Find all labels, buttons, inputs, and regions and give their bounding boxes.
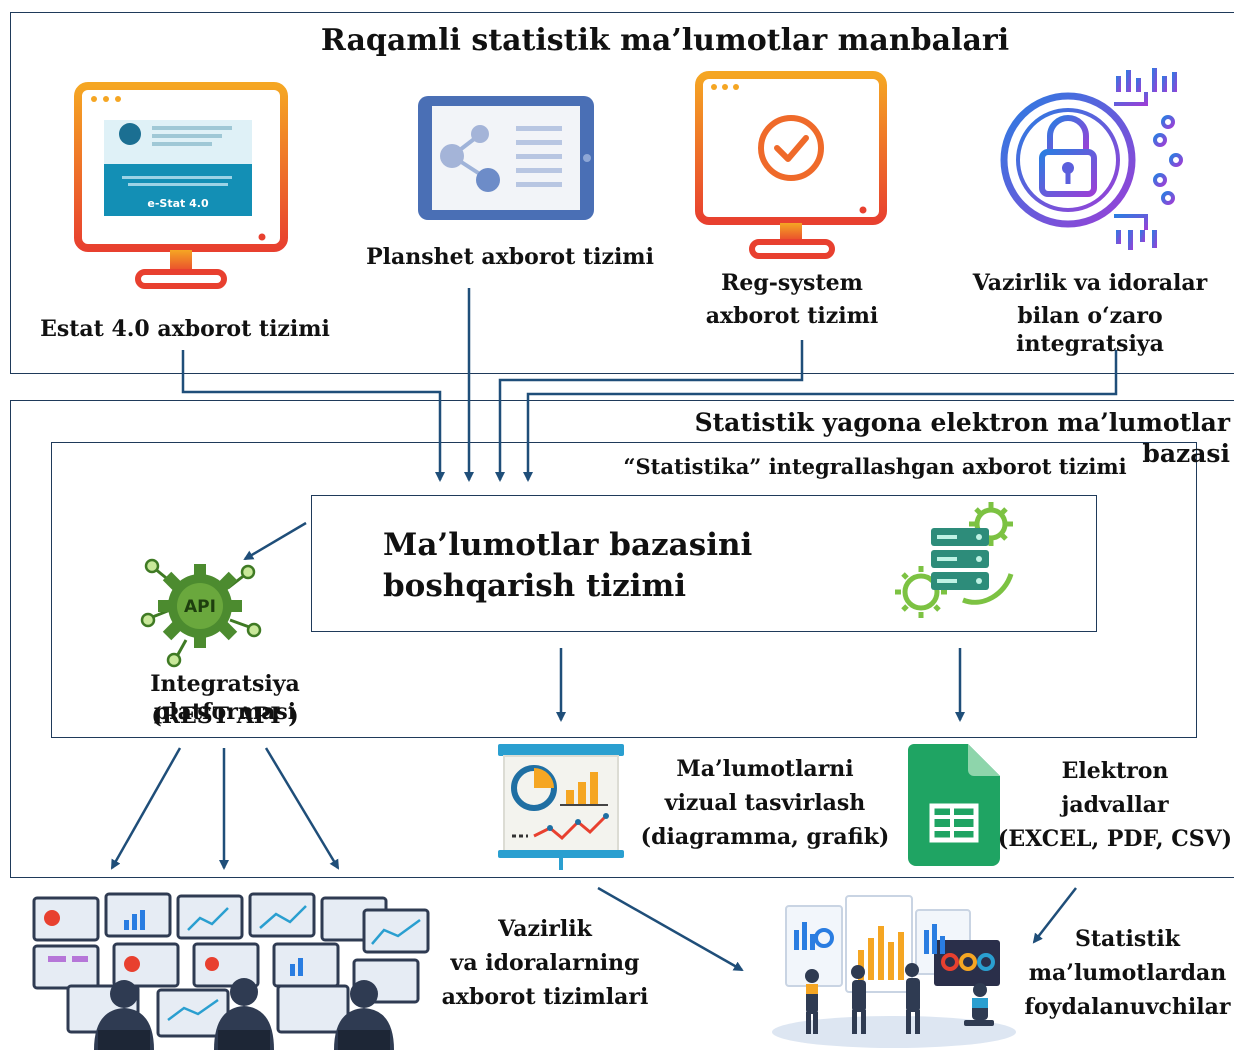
api-icon-text: API bbox=[184, 597, 216, 617]
regsystem-monitor-icon bbox=[695, 71, 887, 259]
tablet-icon bbox=[418, 96, 594, 220]
vazirlik-label-line1: Vazirlik va idoralar bbox=[972, 270, 1208, 296]
visual-label-line1: Ma’lumotlarni bbox=[676, 756, 854, 782]
regsystem-label-line1: Reg-system bbox=[721, 270, 863, 296]
users-label-line1: Statistik bbox=[1075, 926, 1180, 952]
integrated-system-title: “Statistika” integrallashgan axborot tiz… bbox=[623, 454, 1127, 479]
api-label-line1: Integratsiya platformasi bbox=[150, 671, 300, 725]
server-gear-icon bbox=[895, 502, 1014, 618]
users-label-line3: foydalanuvchilar bbox=[1024, 994, 1231, 1020]
ministries-label-line3: axborot tizimlari bbox=[441, 984, 649, 1010]
estat-label: Estat 4.0 axborot tizimi bbox=[40, 316, 330, 342]
estat-monitor-icon: e-Stat 4.0 bbox=[74, 82, 288, 289]
api-label-line2: (REST API ) bbox=[151, 703, 299, 729]
visual-label-line3: (diagramma, grafik) bbox=[640, 824, 890, 850]
sources-title: Raqamli statistik ma’lumotlar manbalari bbox=[320, 23, 1010, 58]
database-title: Statistik yagona elektron ma’lumotlar ba… bbox=[694, 408, 1230, 469]
users-label-line2: ma’lumotlardan bbox=[1028, 960, 1227, 986]
visual-label-line2: vizual tasvirlash bbox=[664, 790, 866, 816]
data-users-illustration bbox=[772, 895, 1016, 1048]
sheets-label-line2: jadvallar bbox=[1061, 792, 1169, 818]
regsystem-label-line2: axborot tizimi bbox=[705, 303, 879, 329]
api-gear-icon: API bbox=[140, 558, 262, 668]
planshet-label: Planshet axborot tizimi bbox=[366, 244, 654, 270]
monitoring-room-illustration bbox=[32, 892, 430, 1050]
sheets-label-line3: (EXCEL, PDF, CSV) bbox=[997, 826, 1233, 852]
spreadsheet-icon bbox=[908, 744, 1000, 866]
dbms-title-line1: Ma’lumotlar bazasini bbox=[383, 527, 753, 563]
dbms-title-line2: boshqarish tizimi bbox=[383, 568, 687, 604]
vazirlik-label-line2: bilan o‘zaro integratsiya bbox=[1016, 303, 1164, 357]
ministries-label-line2: va idoralarning bbox=[450, 950, 640, 976]
estat-screen-text: e-Stat 4.0 bbox=[147, 197, 209, 210]
ministries-label-line1: Vazirlik bbox=[498, 916, 592, 942]
presentation-board-icon bbox=[498, 744, 624, 870]
sheets-label-line1: Elektron bbox=[1061, 758, 1169, 784]
lock-circuit-icon bbox=[1000, 68, 1183, 250]
